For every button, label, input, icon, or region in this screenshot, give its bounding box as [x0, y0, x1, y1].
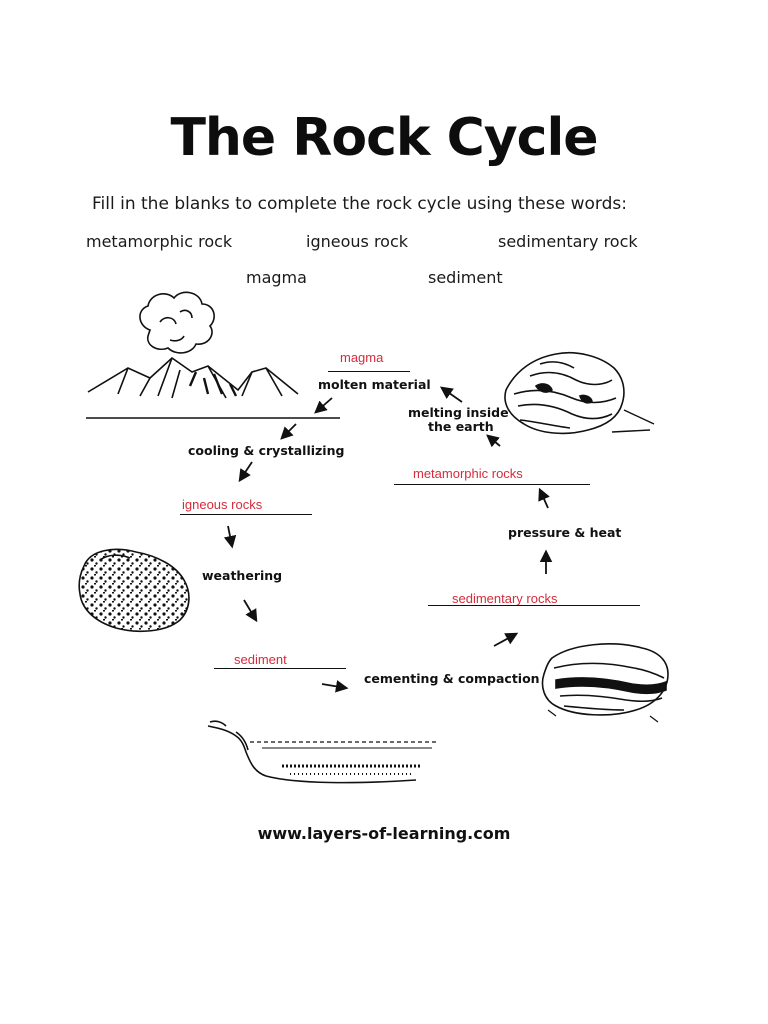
- instructions: Fill in the blanks to complete the rock …: [92, 194, 627, 214]
- blank-line-magma: [328, 371, 410, 372]
- footer-url: www.layers-of-learning.com: [257, 824, 511, 843]
- riverbed-icon: [207, 720, 436, 784]
- blank-line-metamorphic: [394, 484, 590, 485]
- label-pressure-heat: pressure & heat: [508, 525, 622, 540]
- metamorphic-rock-icon: [504, 352, 655, 435]
- label-cooling-crystallizing: cooling & crystallizing: [188, 443, 345, 458]
- word-bank-item: magma: [246, 268, 307, 287]
- answer-sediment: sediment: [234, 652, 287, 667]
- blank-line-sediment: [214, 668, 346, 669]
- cycle-arrows: [223, 386, 553, 693]
- word-bank-item: sedimentary rock: [498, 232, 638, 251]
- blank-line-sedimentary: [428, 605, 640, 606]
- answer-igneous-rocks: igneous rocks: [182, 497, 263, 512]
- word-bank-item: sediment: [428, 268, 503, 287]
- page-title: The Rock Cycle: [170, 108, 598, 168]
- label-the-earth: the earth: [428, 419, 494, 434]
- label-weathering: weathering: [202, 568, 283, 583]
- answer-metamorphic-rocks: metamorphic rocks: [413, 466, 523, 481]
- volcano-icon: [86, 291, 340, 419]
- label-melting-inside: melting inside: [408, 405, 509, 420]
- word-bank-item: igneous rock: [306, 232, 409, 251]
- sedimentary-rock-icon: [541, 643, 669, 723]
- label-molten-material: molten material: [318, 377, 431, 392]
- igneous-rock-icon: [78, 548, 190, 633]
- word-bank-item: metamorphic rock: [86, 232, 233, 251]
- blank-line-igneous: [180, 514, 312, 515]
- answer-magma: magma: [340, 350, 384, 365]
- label-cementing-compaction: cementing & compaction: [364, 671, 540, 686]
- answer-sedimentary-rocks: sedimentary rocks: [452, 591, 558, 606]
